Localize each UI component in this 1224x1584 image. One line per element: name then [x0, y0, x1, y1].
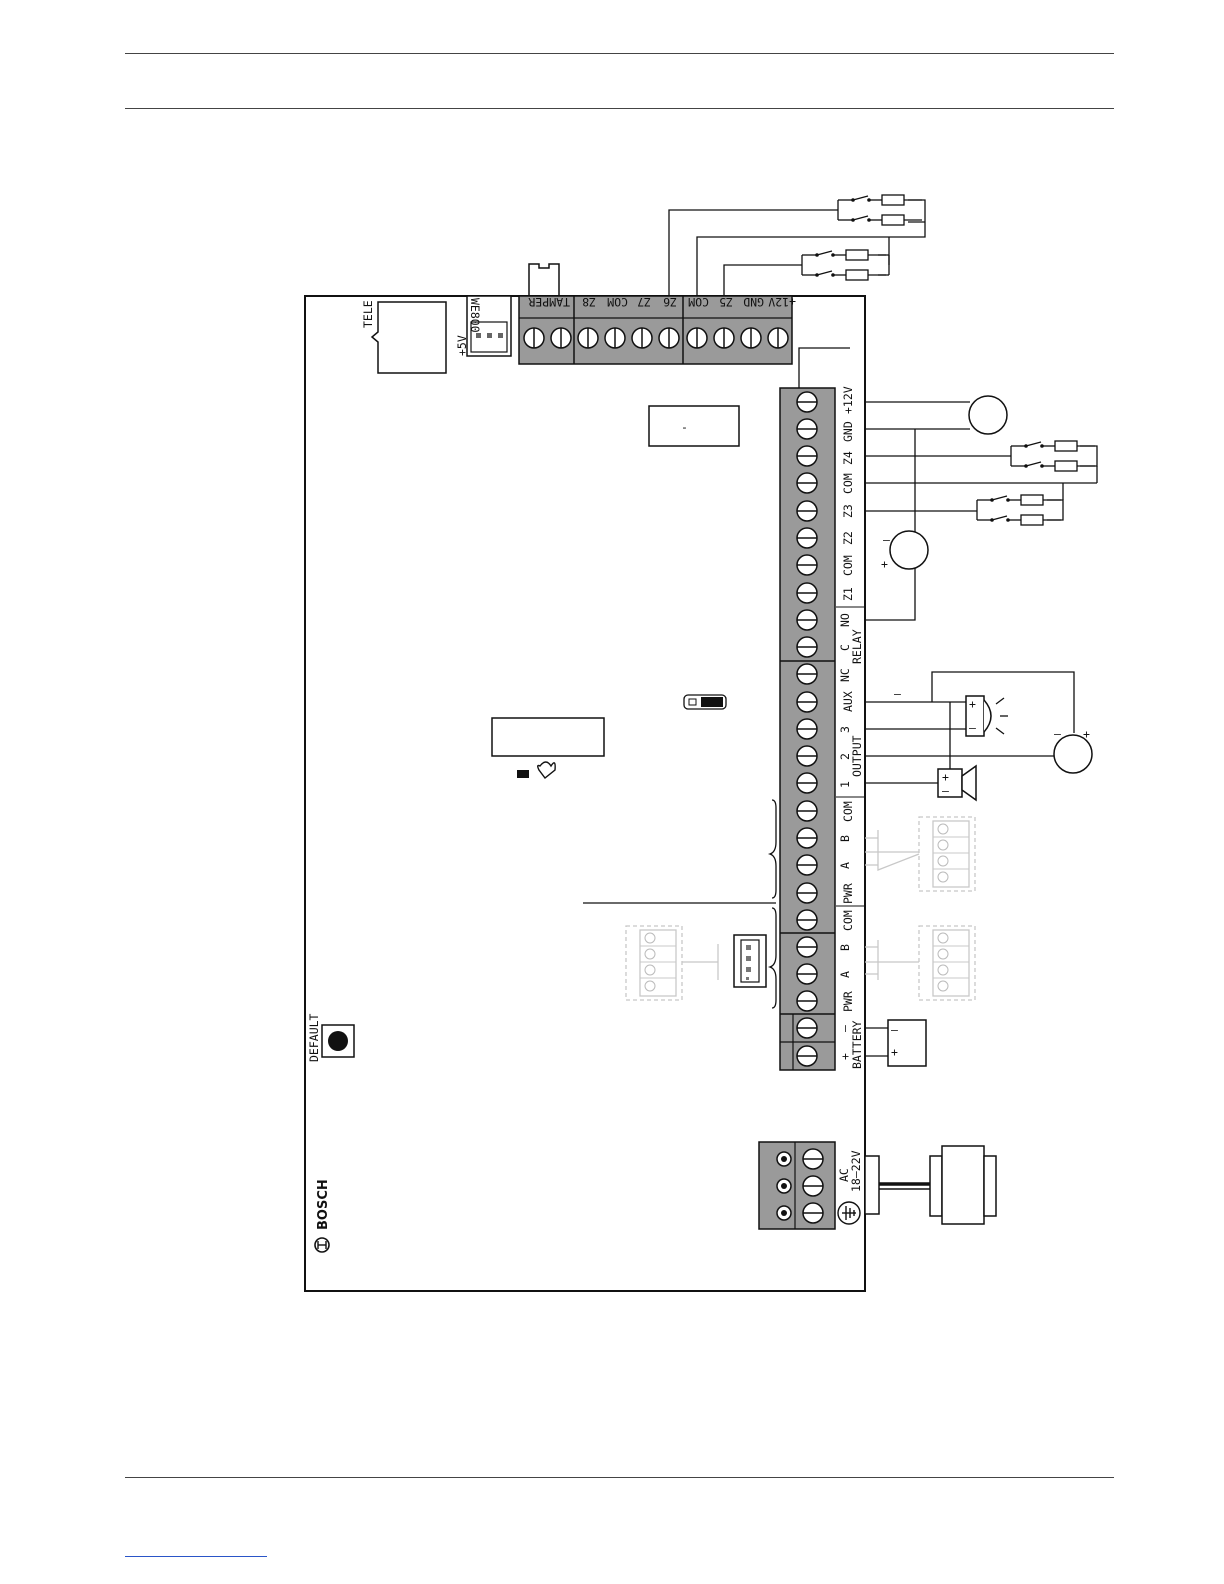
- board-component-box-upper: [649, 406, 739, 446]
- top-label-z6: Z6: [663, 295, 677, 309]
- board-component-mark: -: [681, 420, 688, 434]
- battery-plus: +: [891, 1045, 898, 1059]
- rt-label-a-2: A: [838, 971, 852, 978]
- horn-plus: +: [942, 770, 949, 784]
- horn-minus: –: [942, 784, 949, 798]
- top-label-z5: Z5: [719, 295, 733, 309]
- rt-label-com-4: COM: [841, 910, 855, 931]
- strobe-plus: +: [969, 697, 976, 711]
- bus-device-faded-upper: [865, 817, 975, 891]
- rt-label-pwr-2: PWR: [841, 991, 855, 1012]
- ac-voltage-label: 18–22V: [849, 1150, 863, 1192]
- top-label-z8: Z8: [582, 295, 596, 309]
- two-wire-detector-icon: – +: [881, 531, 928, 571]
- top-terminal-strip: TAMPER Z8 COM Z7 Z6 COM Z5 GND +12V: [519, 295, 796, 364]
- rt-label-com-1: COM: [841, 473, 855, 494]
- battery-icon: – +: [888, 1020, 926, 1066]
- rt-label-com-2: COM: [841, 555, 855, 576]
- aux-minus-mark: –: [894, 687, 901, 701]
- siren-minus: –: [1054, 727, 1061, 741]
- bus-header-connector: [734, 935, 766, 987]
- strobe-minus: –: [969, 721, 976, 735]
- rt-label-output: OUTPUT: [850, 735, 864, 777]
- rt-label-1: 1: [838, 781, 852, 788]
- rt-label-12v: +12V: [841, 386, 855, 414]
- rt-label-a-1: A: [838, 862, 852, 869]
- default-label: DEFAULT: [307, 1013, 321, 1062]
- detector-minus: –: [883, 533, 890, 547]
- board-component-box-lower: [492, 718, 604, 756]
- bus-device-faded-lower: [865, 926, 975, 1000]
- rt-label-z1: Z1: [841, 587, 855, 601]
- top-label-gnd: GND: [743, 295, 764, 309]
- rt-label-aux: AUX: [841, 691, 855, 712]
- zone-device-z3: [977, 495, 1061, 525]
- smoke-detector-icon: [969, 396, 1007, 434]
- rt-label-gnd: GND: [841, 421, 855, 442]
- detector-plus: +: [881, 557, 888, 571]
- horn-speaker-icon: + –: [938, 766, 976, 800]
- brand-label: BOSCH: [316, 1179, 331, 1230]
- strobe-light-icon: + –: [966, 696, 1008, 736]
- we800-label: WE800: [468, 298, 482, 333]
- rt-label-z4: Z4: [841, 451, 855, 465]
- battery-minus: –: [891, 1023, 898, 1037]
- rt-label-relay: RELAY: [850, 629, 864, 664]
- tele-label: TELE: [361, 300, 375, 328]
- top-label-com-1: COM: [607, 295, 628, 309]
- right-terminal-strip: [780, 388, 835, 1070]
- zone-device-z4: [1011, 441, 1095, 471]
- top-label-tamper: TAMPER: [528, 295, 570, 309]
- top-label-com-2: COM: [688, 295, 709, 309]
- top-label-12v: +12V: [768, 295, 796, 309]
- siren-plus: +: [1083, 727, 1090, 741]
- tamper-switch: [529, 264, 559, 296]
- siren-device-icon: – +: [1054, 727, 1092, 773]
- rt-label-z2: Z2: [841, 531, 855, 545]
- rt-label-pwr-1: PWR: [841, 883, 855, 904]
- rt-label-3: 3: [838, 726, 852, 733]
- rt-label-nc: NC: [838, 668, 852, 682]
- zone-device-z5: [802, 250, 886, 280]
- jumper-pins: [684, 695, 726, 709]
- rt-label-com-3: COM: [841, 801, 855, 822]
- rt-label-battery: BATTERY: [850, 1020, 864, 1069]
- ac-transformer-icon: [865, 1146, 996, 1224]
- rt-label-b-2: B: [838, 944, 852, 951]
- rt-label-z3: Z3: [841, 504, 855, 518]
- rt-label-b-1: B: [838, 835, 852, 842]
- rt-label-no: NO: [838, 613, 852, 627]
- plus5v-label: +5V: [455, 335, 469, 356]
- top-label-z7: Z7: [637, 295, 651, 309]
- zone-device-z6: [838, 195, 922, 225]
